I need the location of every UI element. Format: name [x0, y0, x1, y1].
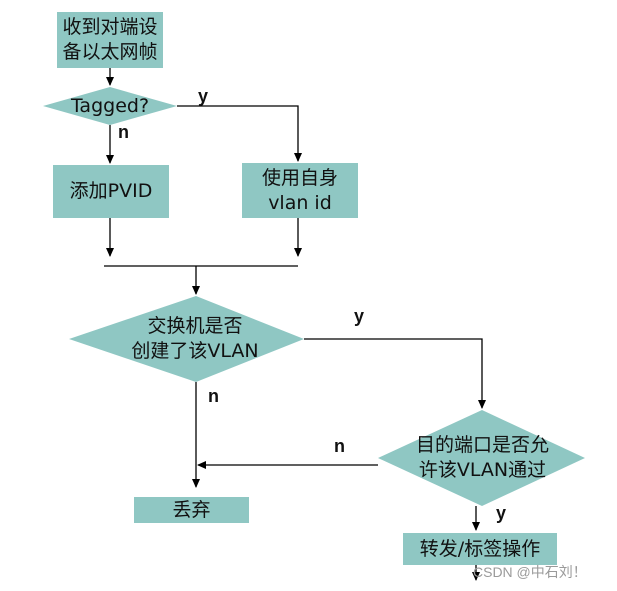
node-use-own-vlan: 使用自身 vlan id [242, 163, 358, 218]
node-add-pvid: 添加PVID [53, 165, 169, 218]
port-allows-diamond [378, 410, 585, 506]
edge-tagged-to-use-own-vlan [177, 105, 302, 162]
watermark: CSDN @中石刘！ [473, 564, 587, 580]
label-port-allows-yes: y [496, 503, 507, 523]
node-receive-frame: 收到对端设 备以太网帧 [57, 12, 163, 68]
node-port-allows-label: 目的端口是否允 许该VLAN通过 [415, 434, 549, 481]
edge-vlan-created-yes [304, 338, 486, 409]
label-tagged-yes: y [198, 86, 209, 106]
label-vlan-created-yes: y [354, 306, 365, 326]
label-vlan-created-no: n [208, 386, 219, 406]
node-vlan-created-label: 交换机是否 创建了该VLAN [131, 315, 259, 362]
node-tagged-label: Tagged? [70, 94, 150, 117]
vlan-created-diamond [69, 296, 304, 382]
node-forward-tag-operation: 转发/标签操作 [403, 533, 557, 565]
label-tagged-no: n [118, 122, 129, 142]
tagged-diamond [43, 87, 177, 125]
node-discard: 丢弃 [134, 497, 249, 523]
label-port-allows-no: n [334, 436, 345, 456]
